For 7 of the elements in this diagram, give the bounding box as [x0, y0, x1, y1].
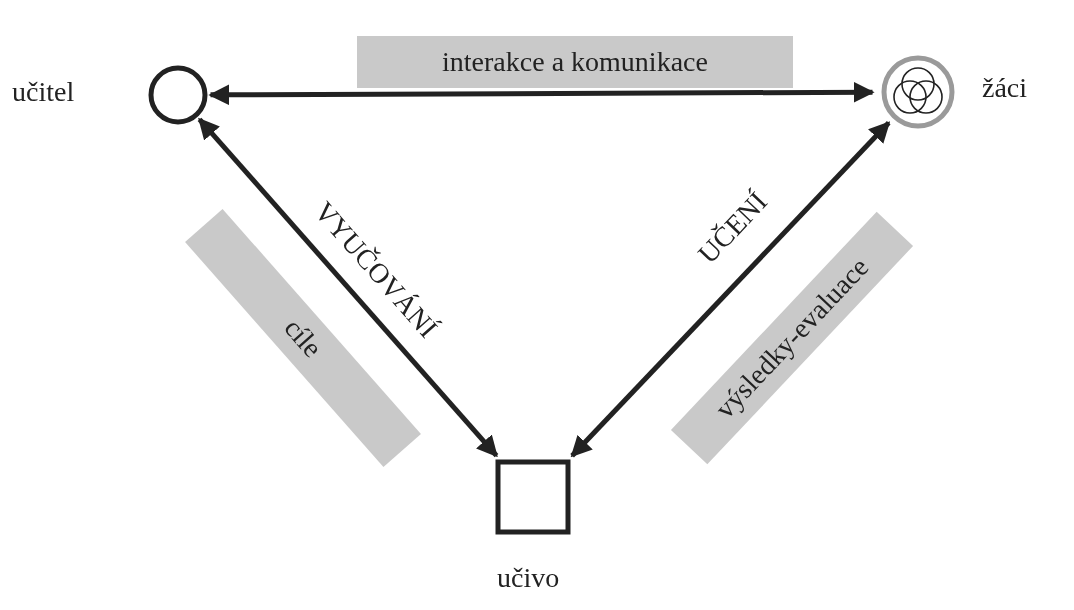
double-arrow — [208, 81, 875, 106]
double-arrow — [197, 117, 499, 458]
node-label: učivo — [497, 562, 560, 594]
highlighted-label: interakce a komunikace — [357, 36, 793, 88]
node-label: učitel — [12, 76, 75, 108]
node-label: žáci — [982, 72, 1028, 104]
double-arrow — [570, 121, 891, 458]
